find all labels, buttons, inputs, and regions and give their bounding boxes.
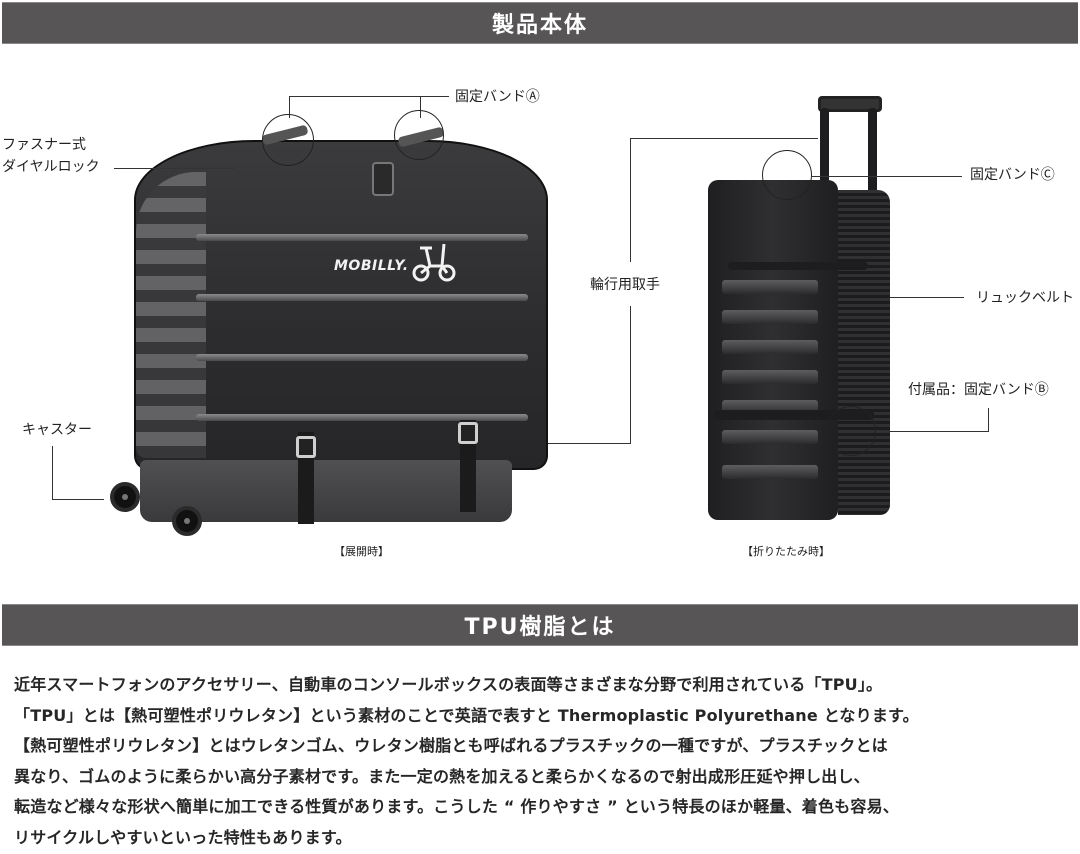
label-carry-handle: 輪行用取手 [590,277,660,293]
case-unfolded-image [134,140,548,470]
case-base [140,460,512,522]
dial-lock-icon [372,162,394,196]
caster-wheel-icon [110,482,140,512]
label-zipper-lock-1: ファスナー式 [2,137,86,153]
buckle [296,436,316,458]
trolley-handle [818,96,882,112]
buckle [458,422,478,444]
caption-unfolded: 【展開時】 [334,545,389,558]
description-line: 近年スマートフォンのアクセサリー、自動車のコンソールボックスの表面等さまざまな分… [14,675,883,694]
highlight-circle [826,406,876,456]
trolley-rod [820,108,829,198]
callout-line [289,96,290,118]
description-line: 「TPU」とは【熱可塑性ポリウレタン】という素材のことで英語で表すと Therm… [14,705,919,725]
section-header-tpu: TPU樹脂とは [2,604,1078,646]
caster-wheel-icon [172,506,202,536]
callout-line [890,297,964,298]
label-band-c: 固定バンドⒸ [970,167,1055,183]
folding-bike-icon [412,243,456,282]
band-b-strap [714,410,874,420]
label-caster: キャスター [22,422,92,438]
section-header-product-body: 製品本体 [2,2,1078,44]
highlight-circle [762,150,812,200]
description-line: 【熱可塑性ポリウレタン】とはウレタンゴム、ウレタン樹脂とも呼ばれるプラスチックの… [14,736,888,755]
callout-line [52,499,104,500]
section-title: TPU樹脂とは [464,615,616,640]
caption-folded: 【折りたたみ時】 [742,545,830,558]
backpack-strap [728,262,868,270]
label-zipper-lock-2: ダイヤルロック [2,159,100,175]
callout-line [548,443,631,444]
description-line: 異なり、ゴムのように柔らかい高分子素材です。また一定の熱を加えると柔らかくなるの… [14,766,870,786]
case-folded-side [838,190,890,515]
callout-line [876,431,989,432]
callout-line [630,138,818,139]
callout-line [812,176,962,177]
label-backpack-belt: リュックベルト [976,290,1074,306]
description-line: リサイクルしやすいといった特性もあります。 [14,827,352,847]
highlight-circle [394,110,444,160]
callout-line [289,96,449,97]
callout-line [988,408,989,432]
brand-logo: MOBILLY. [334,258,409,274]
description-line: 転造など様々な形状へ簡単に加工できる性質があります。こうした “ 作りやすさ ”… [14,797,899,816]
case-folded-image [708,180,838,520]
label-band-b: 付属品：固定バンドⒷ [908,382,1049,398]
callout-line [630,306,631,444]
callout-line [114,168,234,169]
trolley-rod [868,108,877,198]
tpu-description: 近年スマートフォンのアクセサリー、自動車のコンソールボックスの表面等さまざまな分… [14,670,1074,853]
label-band-a: 固定バンドⒶ [455,89,540,105]
section-title: 製品本体 [491,13,588,38]
callout-line [52,446,53,500]
callout-line [630,138,631,262]
callout-line [420,96,421,118]
highlight-circle [262,114,314,166]
